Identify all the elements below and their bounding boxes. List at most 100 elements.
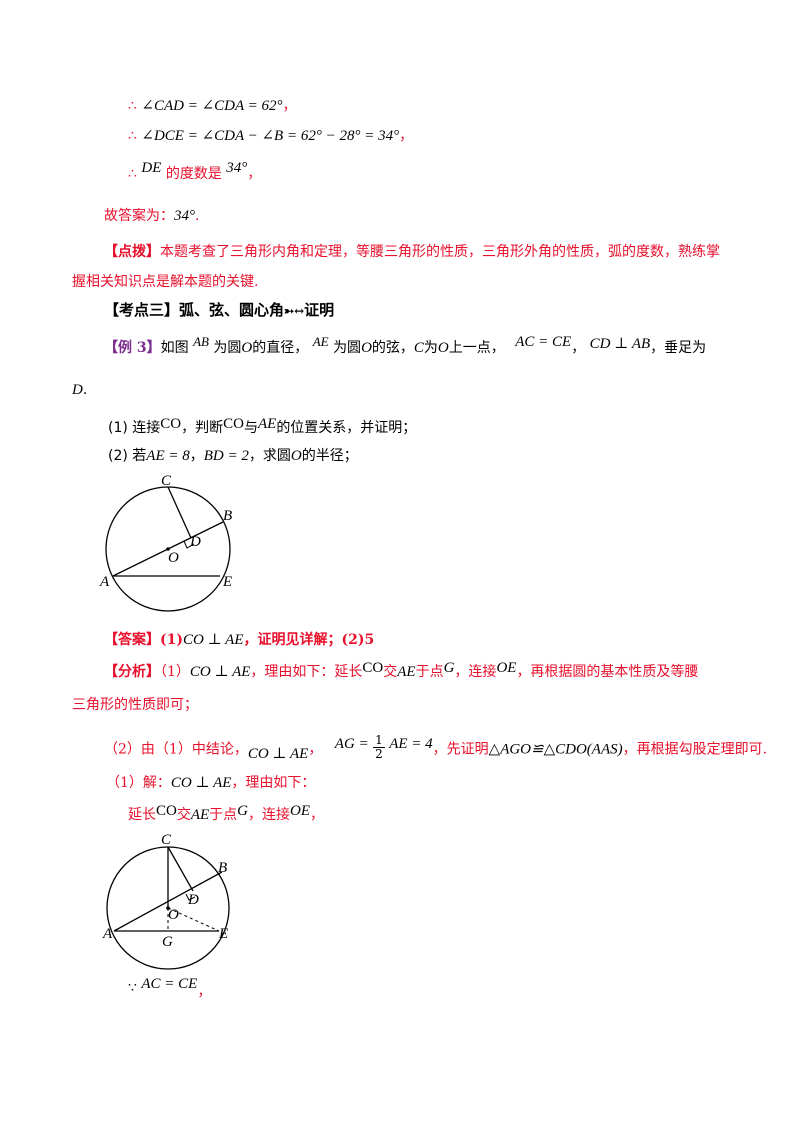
o: O <box>361 340 372 356</box>
t: ，判断 <box>181 420 224 436</box>
frac-den: 2 <box>375 747 383 761</box>
punct: ， <box>197 984 212 1000</box>
tip-text: 本题考查了三角形内角和定理，等腰三角形的性质，三角形外角的性质，弧的度数，熟练掌 <box>160 244 720 260</box>
ae: AE <box>190 807 210 823</box>
t: 上一点， <box>448 340 505 356</box>
arc-equation: AC = CE <box>141 976 198 992</box>
label-b: B <box>218 860 227 876</box>
tip-label: 【点拨】 <box>104 244 160 260</box>
t: 于点 <box>209 807 238 823</box>
label-d: D <box>187 892 199 908</box>
analysis-line-1: 【分析】（1）CO ⊥ AE，理由如下：延长CO交AE于点G，连接OE，再根据圆… <box>104 660 699 682</box>
t: ，理由如下：延长 <box>250 664 363 680</box>
bd: BD = 2 <box>203 448 249 464</box>
label-c: C <box>161 473 172 489</box>
therefore-symbol: ∴ <box>128 98 137 114</box>
tip-line-1: 【点拨】本题考查了三角形内角和定理，等腰三角形的性质，三角形外角的性质，弧的度数… <box>104 242 720 262</box>
seg-ab: AB <box>193 334 209 349</box>
solution-line-3: ∴ DE 的度数是 34°， <box>128 160 262 184</box>
o: O <box>241 340 253 356</box>
c: C <box>413 340 424 356</box>
oe: OE <box>290 803 311 819</box>
expr: CO ⊥ AE <box>189 664 251 680</box>
angle-equation: ∠CAD = ∠CDA = 62° <box>141 98 283 114</box>
frac-num: 1 <box>373 733 385 748</box>
fraction: 1 2 <box>373 734 385 761</box>
q-num: (2) <box>108 448 128 464</box>
degree-text: 的度数是 <box>165 166 222 182</box>
t: 为 <box>423 340 438 356</box>
t: （2）由（1）中结论， <box>104 741 248 758</box>
answer-label: 故答案为： <box>104 208 174 224</box>
center-dot <box>166 906 170 910</box>
d: D <box>72 382 83 398</box>
t: （1）解： <box>106 775 171 791</box>
analysis-line-3: （2）由（1）中结论，CO ⊥ AE， AG = 1 2 AE = 4，先证明△… <box>104 734 768 763</box>
label-b: B <box>223 508 232 524</box>
ae: AE <box>397 664 416 680</box>
q-num: (1) <box>108 420 128 436</box>
t: ，证明见详解；(2)5 <box>243 632 375 648</box>
t: (1) <box>160 632 183 648</box>
t: 为圆 <box>333 340 362 356</box>
g: G <box>237 803 249 819</box>
label-e: E <box>222 574 232 590</box>
o: O <box>437 340 449 356</box>
ae: AE <box>257 416 277 432</box>
ae: AE = 8 <box>146 448 190 464</box>
heading-suffix: 证明 <box>304 301 335 319</box>
label-a: A <box>102 926 113 942</box>
answer-expr: CO ⊥ AE <box>183 632 244 648</box>
section-heading: 【考点三】弧、弦、圆心角➳↔证明 <box>104 300 334 321</box>
t: 如图 <box>160 340 189 356</box>
segment-cd <box>167 846 194 892</box>
t: ，连接 <box>454 664 497 680</box>
solution-line-a: （1）解：CO ⊥ AE，理由如下： <box>106 773 315 793</box>
co: CO <box>156 803 177 819</box>
label-c: C <box>161 832 172 848</box>
punct: ， <box>282 98 297 114</box>
t: ，垂足为 <box>650 340 707 356</box>
arc-equation: AC = CE <box>515 334 572 350</box>
label-e: E <box>218 926 228 942</box>
center-dot <box>166 547 170 551</box>
degree-value: 34° <box>226 160 248 176</box>
t: 交 <box>176 807 191 823</box>
t: 三角形的性质即可； <box>72 697 198 713</box>
co: CO <box>223 416 244 432</box>
heading-text: 【考点三】弧、弦、圆心角 <box>104 301 285 319</box>
seg-ae: AE <box>312 334 329 349</box>
arrows-icon: ➳↔ <box>284 304 305 318</box>
analysis-line-2: 三角形的性质即可； <box>72 695 198 715</box>
expr: CO ⊥ AE <box>247 745 309 762</box>
label-g: G <box>162 934 173 950</box>
answer-value: 34° <box>174 208 195 224</box>
t: 延长 <box>128 807 156 823</box>
ag-rhs: AE = 4 <box>389 735 433 752</box>
label-d: D <box>189 534 201 550</box>
angle-equation: ∠DCE = ∠CDA − ∠B = 62° − 28° = 34° <box>141 128 400 144</box>
t: 于点 <box>415 664 444 680</box>
example-line-1: 【例 3】如图 AB 为圆O的直径， AE 为圆O的弦，C为O上一点， AC =… <box>104 334 707 358</box>
oe: OE <box>496 660 517 676</box>
punct: ， <box>247 166 262 182</box>
therefore-symbol: ∴ <box>128 128 137 144</box>
t: ，再根据勾股定理即可. <box>622 741 768 758</box>
solution-line-b: 延长CO交AE于点G，连接OE， <box>128 803 324 825</box>
analysis-label: 【分析】 <box>104 664 160 680</box>
g: G <box>443 660 455 676</box>
t: ，求圆 <box>248 448 291 464</box>
arc-de: DE <box>141 160 162 176</box>
tip-text: 握相关知识点是解本题的关键. <box>72 274 259 290</box>
o: O <box>290 448 302 464</box>
example-label: 【例 3】 <box>104 340 161 356</box>
t: 的直径， <box>252 340 309 356</box>
t: ，再根据圆的基本性质及等腰 <box>516 664 699 680</box>
question-1: (1) 连接CO，判断CO与AE的位置关系，并证明； <box>108 416 416 438</box>
segment-cd <box>167 486 192 539</box>
label-o: O <box>168 907 179 923</box>
ag-lhs: AG = <box>334 735 369 752</box>
answer-line: 故答案为：34°. <box>104 206 199 226</box>
co: CO <box>160 416 182 432</box>
t: 连接 <box>132 420 161 436</box>
